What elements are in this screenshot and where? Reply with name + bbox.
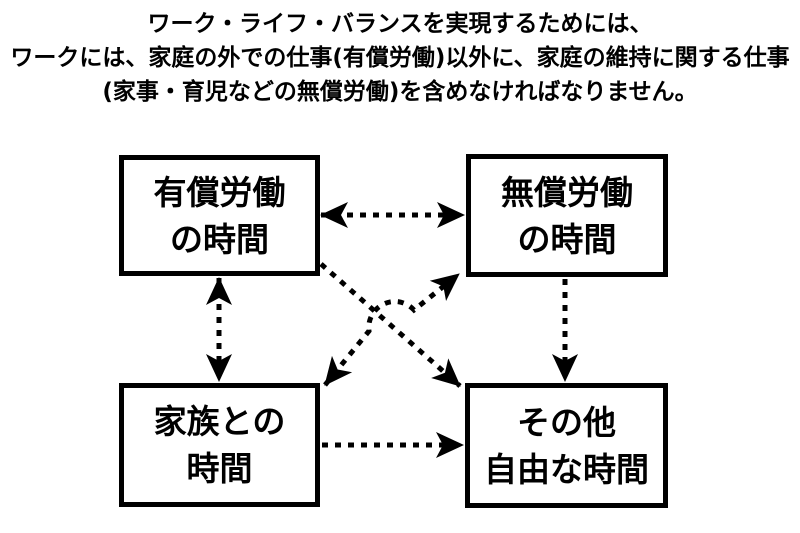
caption-line-2: ワークには、家庭の外での仕事(有償労働)以外に、家庭の維持に関する仕事 — [10, 45, 790, 71]
node-unpaid-work-time-label-line1: 無償労働 — [501, 172, 633, 212]
caption: ワーク・ライフ・バランスを実現するためには、 ワークには、家庭の外での仕事(有償… — [0, 7, 800, 109]
caption-line-3: (家事・育児などの無償労働)を含めなければなりません。 — [102, 79, 698, 105]
node-family-time: 家族との 時間 — [119, 383, 320, 507]
node-paid-work-time: 有償労働 の時間 — [119, 155, 320, 276]
arrow-paid-other — [319, 262, 462, 388]
node-paid-work-time-label-line1: 有償労働 — [153, 172, 286, 212]
node-paid-work-time-label-line2: の時間 — [170, 219, 269, 259]
node-family-time-label-line2: 時間 — [186, 449, 253, 488]
node-other-free-time: その他 自由な時間 — [465, 383, 668, 508]
node-family-time-label-line1: 家族との — [153, 402, 286, 441]
node-unpaid-work-time: 無償労働 の時間 — [466, 154, 668, 277]
node-other-free-time-label-line1: その他 — [517, 402, 616, 442]
node-other-free-time-label-line2: 自由な時間 — [484, 449, 649, 489]
caption-line-1: ワーク・ライフ・バランスを実現するためには、 — [147, 11, 653, 37]
node-unpaid-work-time-label-line2: の時間 — [517, 219, 617, 259]
